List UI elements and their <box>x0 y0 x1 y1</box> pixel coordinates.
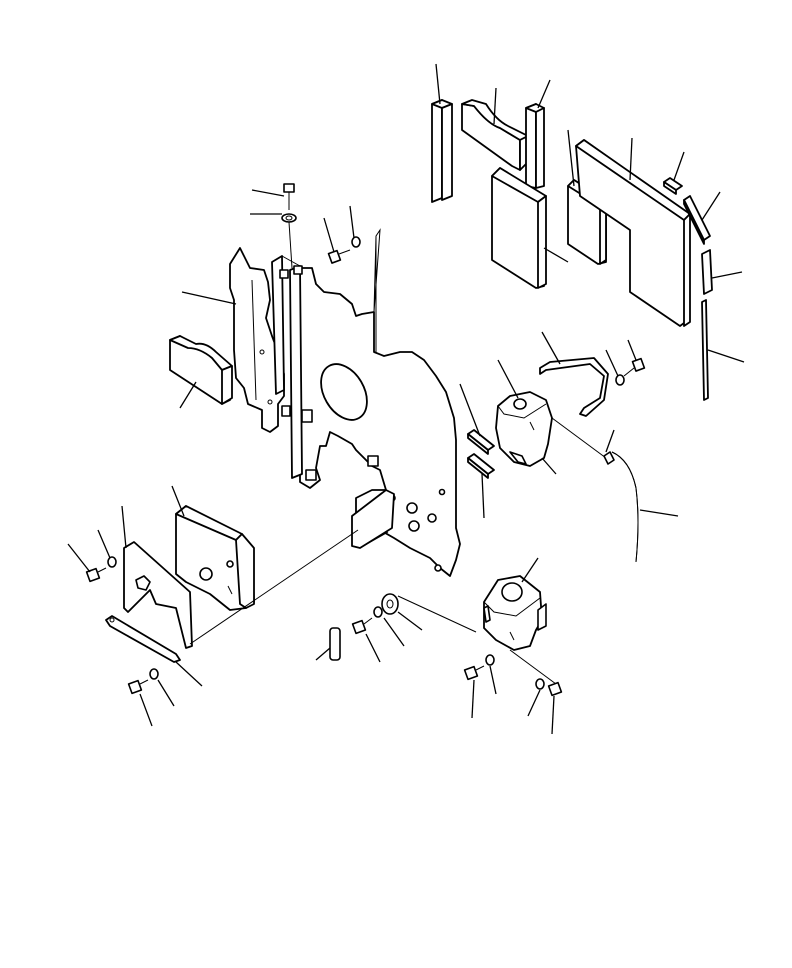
ecu-bracket <box>121 505 359 649</box>
strap-bolt-pair <box>127 668 175 727</box>
reservoir-bracket <box>539 331 609 417</box>
top-washer <box>250 213 297 223</box>
reservoir-tank <box>495 359 607 475</box>
foam-block-3 <box>525 79 551 189</box>
angled-strip <box>683 191 721 245</box>
coolant-tank <box>483 557 557 685</box>
foam-block-2 <box>461 87 529 171</box>
foam-block-4 <box>491 167 569 289</box>
breather-hose <box>603 429 679 563</box>
ecu-strap <box>105 615 203 687</box>
left-foam-block <box>169 335 233 409</box>
short-strip <box>701 249 743 295</box>
ecu-bolt-pair <box>67 529 117 583</box>
side-bracket-plate <box>181 247 303 479</box>
small-pad <box>663 151 685 195</box>
bracket-bolt-pair <box>605 339 646 386</box>
lower-bolt <box>351 606 405 663</box>
tank-bolt-pair <box>463 654 497 719</box>
foam-block-1 <box>431 63 453 203</box>
main-partition-plate <box>281 228 461 577</box>
long-strip <box>701 299 745 401</box>
seal-strip-pair <box>459 383 495 519</box>
upper-bolt-pair <box>323 205 361 264</box>
rubber-mount <box>315 627 341 661</box>
spacer <box>381 593 477 633</box>
foam-panel-large <box>575 137 691 327</box>
top-bolt <box>251 183 295 210</box>
tank-bolt-right <box>527 678 563 735</box>
electronic-control-unit <box>171 485 255 611</box>
